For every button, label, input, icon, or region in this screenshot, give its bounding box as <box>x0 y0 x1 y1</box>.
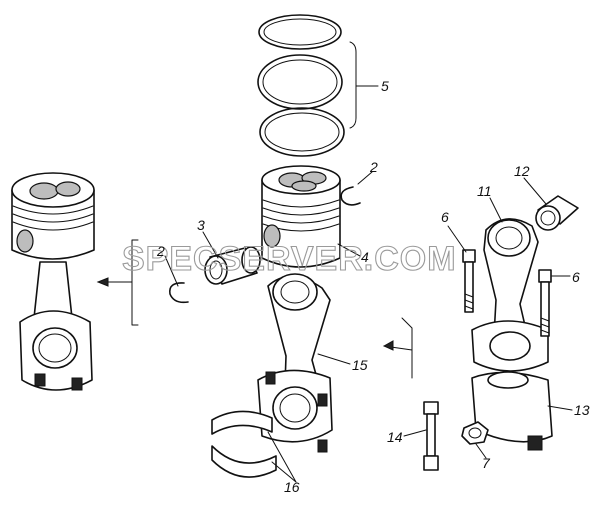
label-circlip-left: 2 <box>156 243 165 259</box>
bolt-left <box>462 249 476 313</box>
label-nut: 7 <box>482 455 491 471</box>
right-assembly-arrowhead <box>382 340 394 351</box>
label-piston-rings: 5 <box>381 78 389 94</box>
piston-center <box>261 165 341 268</box>
label-conrod-bushing: 12 <box>514 163 530 179</box>
assembled-piston-conrod <box>11 172 95 391</box>
label-bearing-shells: 16 <box>284 479 300 495</box>
circlip-left <box>168 282 189 304</box>
conrod-bushing <box>535 195 579 231</box>
bearing-shells <box>211 410 277 478</box>
leader-lines <box>164 171 573 483</box>
conrod-right <box>471 218 549 372</box>
conrod-cap <box>471 371 553 451</box>
label-piston: 4 <box>361 249 369 265</box>
label-bolt-left: 6 <box>441 209 449 225</box>
label-circlip-right: 2 <box>369 159 378 175</box>
bolt-right <box>538 269 552 337</box>
label-bolt-right: 6 <box>572 269 580 285</box>
rings-bracket <box>349 41 379 129</box>
watermark-text: SPECSERVER.COM <box>122 240 457 278</box>
label-conrod-center: 15 <box>352 357 368 373</box>
circlip-right <box>340 186 361 206</box>
label-conrod-right: 11 <box>477 183 492 199</box>
assembly-arrow <box>96 277 109 287</box>
piston-rings <box>257 14 345 157</box>
nut <box>461 421 489 445</box>
label-piston-pin: 3 <box>197 217 205 233</box>
label-cap: 13 <box>574 402 590 418</box>
piston-pin <box>204 246 261 285</box>
conrod-center <box>257 273 333 453</box>
cap-bolt <box>423 401 439 471</box>
label-cap-bolt: 14 <box>387 429 403 445</box>
